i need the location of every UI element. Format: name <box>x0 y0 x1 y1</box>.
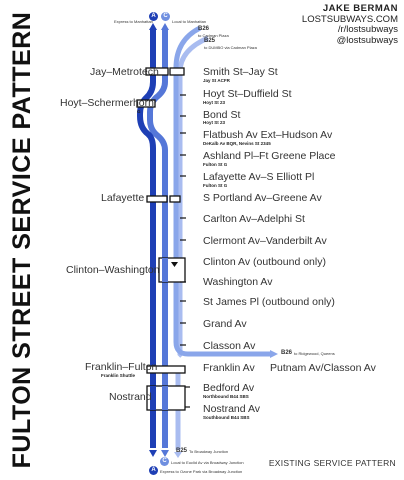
right-stop-ashland-ft-greene: Ashland Pl–Ft Greene Place <box>203 150 336 162</box>
a-north-arrow <box>149 23 157 30</box>
right-stop-bond-sub: Hoyt St 23 <box>203 120 226 125</box>
top-b25-note: to DUMBO via Cadman Plaza <box>204 45 257 50</box>
left-station-nostrand: Nostrand <box>109 391 152 403</box>
right-stop-clinton-av: Clinton Av (outbound only) <box>203 256 326 268</box>
route-a-badge-top: A <box>149 12 158 21</box>
b26-east-note: to Ridgewood, Queens <box>294 351 335 356</box>
station-box-jay-metrotech <box>145 67 169 76</box>
stop-box-smith-jay <box>169 67 185 76</box>
b25-bottom-arrow <box>174 452 182 458</box>
left-station-franklin-sub: Franklin Shuttle <box>101 373 136 378</box>
b26-east-label: B26 <box>281 350 293 356</box>
a-express-line <box>137 30 156 448</box>
bottom-note-local: Local to Euclid Av via Broadway Junction <box>171 460 244 465</box>
right-stop-lafayette-s-elliott: Lafayette Av–S Elliott Pl <box>203 171 315 183</box>
right-stop-st-james: St James Pl (outbound only) <box>203 296 335 308</box>
right-stop-washington-av: Washington Av <box>203 276 273 288</box>
route-c-badge-bottom: C <box>160 457 169 466</box>
stop-box-s-portland <box>169 195 181 203</box>
clinton-outbound-marker <box>171 262 178 267</box>
right-stop-smith-jay-sub: Jay St ACFR <box>203 78 230 83</box>
route-c-badge-top: C <box>161 12 170 21</box>
right-stop-putnam-classon: Putnam Av/Classon Av <box>270 362 376 374</box>
left-station-hoyt-sub: G <box>137 109 141 114</box>
bottom-b25-note: To Broadway Junction <box>189 449 229 454</box>
clinton-c-fill <box>162 258 168 282</box>
c-north-arrow <box>161 23 169 30</box>
right-stop-clermont-vanderbilt: Clermont Av–Vanderbilt Av <box>203 235 327 247</box>
left-station-lafayette: Lafayette <box>101 192 145 204</box>
right-stop-ashland-sub: Fulton St G <box>203 162 228 167</box>
a-south-arrow <box>149 450 157 457</box>
right-stop-grand-av: Grand Av <box>203 318 247 330</box>
left-station-clinton-washington: Clinton–Washington <box>66 264 160 276</box>
left-station-hoyt-schermerhorn: Hoyt–Schermerhorn <box>60 97 154 109</box>
right-stop-bedford-sub: Northbound B44 SBS <box>203 394 249 399</box>
right-stop-lafayette-sub: Fulton St G <box>203 183 228 188</box>
station-box-lafayette <box>146 195 168 203</box>
note-express-manhattan: Express to Manhattan <box>114 19 153 24</box>
legend-existing-service: EXISTING SERVICE PATTERN <box>268 458 396 468</box>
b26-east-arrow <box>270 350 278 358</box>
right-stop-smith-jay: Smith St–Jay St <box>203 66 278 78</box>
right-stop-bedford-av: Bedford Av <box>203 382 255 394</box>
right-stop-classon-av: Classon Av <box>203 340 256 352</box>
left-station-jay-metrotech: Jay–Metrotech <box>90 66 159 78</box>
c-south-arrow <box>161 450 169 457</box>
bottom-b25-label: B25 <box>176 448 188 454</box>
right-stop-nostrand-sub: Southbound B44 SBS <box>203 415 250 420</box>
top-b26-note: to Cadman Plaza <box>198 33 229 38</box>
station-box-franklin-fulton <box>146 365 186 374</box>
right-stop-nostrand-av: Nostrand Av <box>203 403 261 415</box>
b26-bus-line <box>173 25 270 357</box>
nostrand-c-fill <box>162 386 168 410</box>
clinton-a-fill <box>150 258 156 282</box>
c-local-line <box>147 30 168 448</box>
right-stop-franklin-av: Franklin Av <box>203 362 255 374</box>
route-a-badge-bottom: A <box>149 466 158 475</box>
credits: JAKE BERMAN LOSTSUBWAYS.COM /r/lostsubwa… <box>301 3 398 46</box>
right-stop-carlton-adelphi: Carlton Av–Adelphi St <box>203 213 305 225</box>
right-stop-hoyt-duffield: Hoyt St–Duffield St <box>203 88 292 100</box>
station-box-hoyt-schermerhorn <box>136 99 156 108</box>
twitter-handle[interactable]: @lostsubways <box>336 34 398 46</box>
right-stop-bond: Bond St <box>203 109 241 121</box>
right-stop-s-portland-greene: S Portland Av–Greene Av <box>203 192 322 204</box>
right-stop-hoyt-duffield-sub: Hoyt St 23 <box>203 100 226 105</box>
bus-stop-ticks <box>180 94 190 408</box>
left-station-franklin-fulton: Franklin–Fulton <box>85 361 158 373</box>
right-stop-flatbush-hudson-sub: DeKalb Av BQR, Nevins St 2345 <box>203 141 271 146</box>
reddit-link[interactable]: /r/lostsubways <box>337 24 398 35</box>
author-name: JAKE BERMAN <box>322 3 398 14</box>
right-stop-flatbush-hudson: Flatbush Av Ext–Hudson Av <box>203 129 333 141</box>
site-link[interactable]: LOSTSUBWAYS.COM <box>301 13 398 25</box>
note-local-manhattan: Local to Manhattan <box>172 19 207 24</box>
nostrand-a-fill <box>150 386 156 410</box>
top-b26-label: B26 <box>198 26 210 32</box>
bottom-note-express: Express to Ozone Park via Broadway Junct… <box>160 469 243 474</box>
top-b25-label: B25 <box>204 38 216 44</box>
